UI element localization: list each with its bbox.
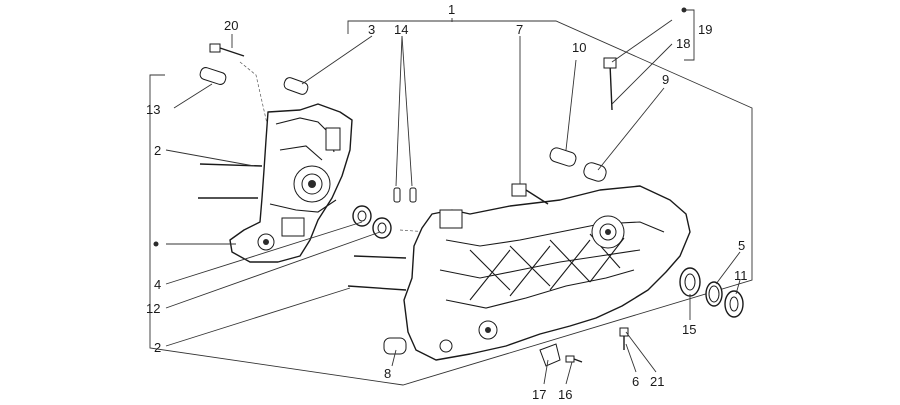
pins-14 xyxy=(393,187,417,203)
studs-upper-left xyxy=(198,163,263,199)
callout-3: 3 xyxy=(368,22,375,37)
screw-16 xyxy=(565,355,583,363)
bush-3 xyxy=(283,77,309,95)
right-crankcase-half xyxy=(403,185,691,361)
callout-8: 8 xyxy=(384,366,391,381)
callout-13: 13 xyxy=(146,102,160,117)
group-bracket-lines xyxy=(149,9,753,386)
dipstick-18 xyxy=(603,57,617,111)
bullet-markers xyxy=(153,7,687,247)
bearing-15 xyxy=(679,267,701,297)
seal-12 xyxy=(372,217,392,239)
callout-2-lower: 2 xyxy=(154,340,161,355)
callout-11: 11 xyxy=(734,268,748,283)
callout-1: 1 xyxy=(448,2,455,17)
dowel-13 xyxy=(199,67,227,85)
left-crankcase-half xyxy=(229,103,353,263)
callout-17: 17 xyxy=(532,387,546,402)
screw-20 xyxy=(209,43,245,57)
bush-9 xyxy=(583,162,607,182)
callout-12: 12 xyxy=(146,301,160,316)
callout-9: 9 xyxy=(662,72,669,87)
callout-14: 14 xyxy=(394,22,408,37)
bush-10 xyxy=(549,147,577,167)
callout-16: 16 xyxy=(558,387,572,402)
callout-labels: 1 3 14 7 10 9 18 19 20 13 2 4 12 2 8 17 … xyxy=(146,2,748,402)
callout-2-upper: 2 xyxy=(154,143,161,158)
studs-lower-right xyxy=(347,255,407,291)
screw-7 xyxy=(511,183,549,205)
seal-11 xyxy=(724,290,744,318)
callout-18: 18 xyxy=(676,36,690,51)
leader-lines xyxy=(165,19,741,385)
callout-21: 21 xyxy=(650,374,664,389)
callout-10: 10 xyxy=(572,40,586,55)
callout-6: 6 xyxy=(632,374,639,389)
bracket-17 xyxy=(539,343,561,367)
callout-5: 5 xyxy=(738,238,745,253)
callout-19: 19 xyxy=(698,22,712,37)
callout-15: 15 xyxy=(682,322,696,337)
plug-6-21 xyxy=(619,327,629,350)
callout-7: 7 xyxy=(516,22,523,37)
ring-5 xyxy=(705,281,723,307)
seal-4 xyxy=(352,205,372,227)
callout-4: 4 xyxy=(154,277,161,292)
callout-20: 20 xyxy=(224,18,238,33)
bush-8 xyxy=(383,337,407,355)
